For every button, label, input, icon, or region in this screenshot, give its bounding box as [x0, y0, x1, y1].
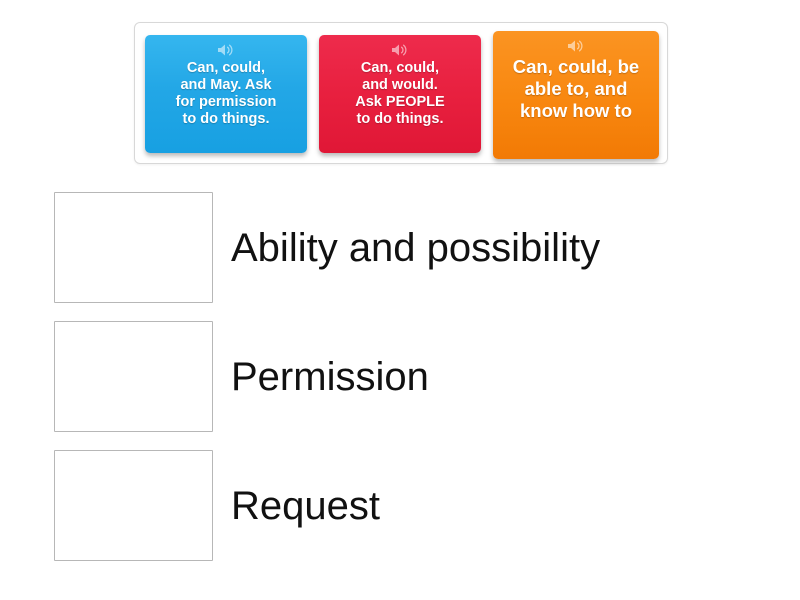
draggable-tile-orange[interactable]: Can, could, be able to, and know how to [493, 31, 659, 159]
tile-label: Can, could, be able to, and know how to [512, 56, 640, 121]
answer-row: Request [54, 450, 380, 561]
answer-row-label: Request [231, 483, 380, 528]
speaker-icon[interactable] [217, 43, 235, 57]
draggable-tile-blue[interactable]: Can, could, and May. Ask for permission … [145, 35, 307, 153]
speaker-icon[interactable] [391, 43, 409, 57]
answer-row: Ability and possibility [54, 192, 600, 303]
speaker-icon[interactable] [567, 39, 585, 53]
draggable-answer-tray: Can, could, and May. Ask for permission … [134, 22, 668, 164]
tile-label: Can, could, and May. Ask for permission … [175, 60, 277, 128]
dropzone-request[interactable] [54, 450, 213, 561]
draggable-tile-red[interactable]: Can, could, and would. Ask PEOPLE to do … [319, 35, 481, 153]
answer-row-label: Ability and possibility [231, 225, 601, 270]
answer-row-label: Permission [231, 354, 429, 399]
dropzone-permission[interactable] [54, 321, 213, 432]
tile-label: Can, could, and would. Ask PEOPLE to do … [355, 60, 445, 128]
dropzone-ability-and-possibility[interactable] [54, 192, 213, 303]
answer-row: Permission [54, 321, 429, 432]
